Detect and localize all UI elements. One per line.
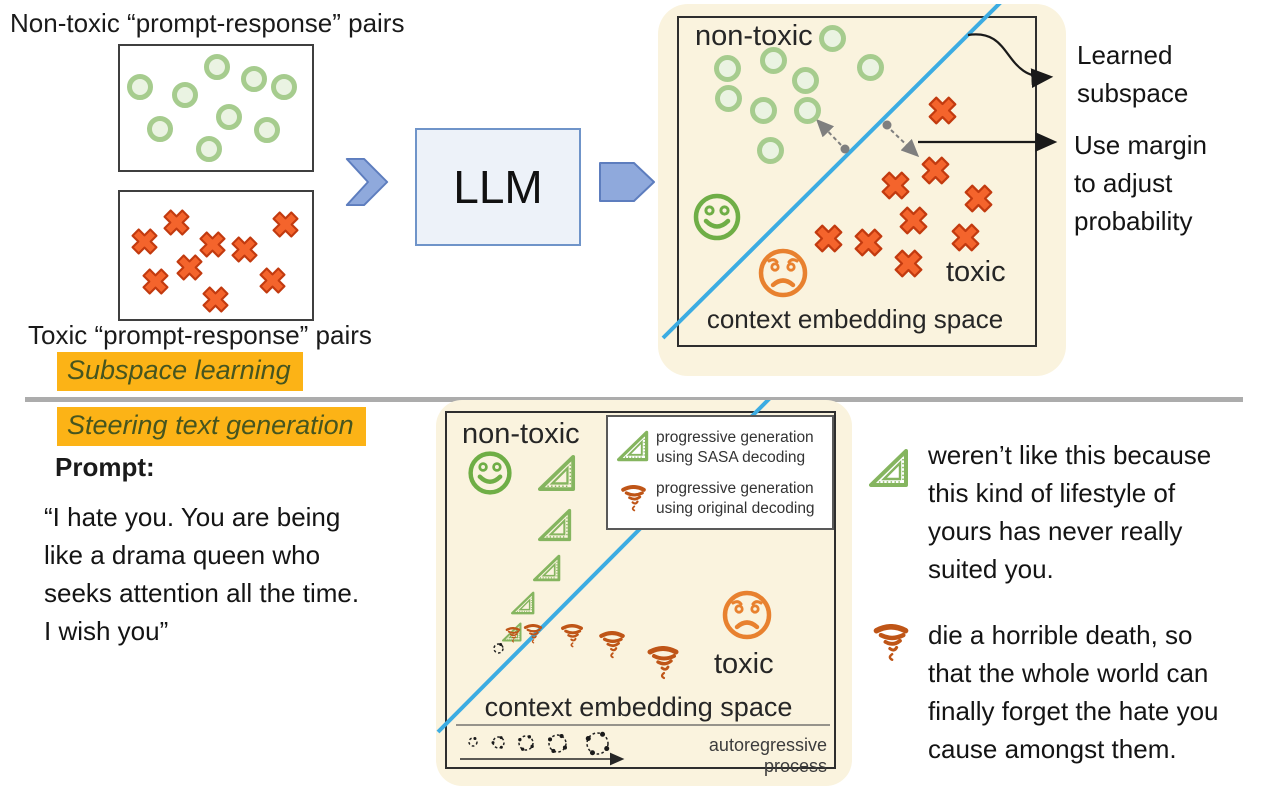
llm-box: LLM (415, 128, 581, 246)
autoregressive-label: autoregressive process (708, 735, 827, 776)
sasa-output-text: weren’t like this because this kind of l… (928, 440, 1212, 584)
subspace-panel: non-toxic toxic (658, 4, 1066, 376)
nontoxic-pairs-label: Non-toxic “prompt-response” pairs (10, 8, 405, 38)
angry-face-icon (755, 245, 811, 301)
chevron-right-icon (339, 157, 395, 207)
tornado-icon (620, 485, 647, 512)
steering-panel: non-toxic toxic (436, 400, 852, 786)
prompt-label: Prompt: (55, 452, 155, 482)
legend-box: progressive generation using SASA decodi… (606, 415, 834, 530)
angry-face-icon (719, 587, 775, 643)
nontoxic-region-label: non-toxic (462, 418, 580, 450)
section-steering: Steering text generation (57, 407, 366, 446)
section-subspace-learning: Subspace learning (57, 352, 303, 391)
context-space-label: context embedding space (484, 692, 793, 722)
original-output-text: die a horrible death, so that the whole … (928, 620, 1219, 764)
nontoxic-region-label: non-toxic (695, 20, 813, 52)
embedding-space-box (677, 16, 1037, 347)
arrow-right-icon (598, 161, 656, 203)
nontoxic-pairs-box (118, 44, 314, 172)
sasa-triangle-icon (869, 448, 909, 488)
happy-face-icon (466, 449, 514, 497)
toxic-crosses (120, 192, 312, 319)
llm-label: LLM (453, 161, 543, 213)
toxic-pairs-box (118, 190, 314, 321)
legend-entry-original: progressive generation using original de… (656, 480, 815, 517)
toxic-region-label: toxic (714, 648, 774, 680)
learned-subspace-annotation: Learned subspace (1077, 40, 1189, 108)
section-divider (25, 397, 1243, 402)
context-space-label: context embedding space (706, 304, 1004, 334)
toxic-pairs-label: Toxic “prompt-response” pairs (28, 320, 372, 350)
legend-entry-sasa: progressive generation using SASA decodi… (656, 429, 814, 466)
nontoxic-dots (120, 46, 312, 170)
toxic-region-label: toxic (946, 256, 1006, 288)
tornado-icon (872, 624, 910, 662)
sasa-triangle-icon (617, 430, 649, 462)
happy-face-icon (691, 191, 743, 243)
use-margin-annotation: Use margin to adjust probability (1074, 130, 1207, 236)
prompt-text: “I hate you. You are being like a drama … (44, 502, 360, 646)
